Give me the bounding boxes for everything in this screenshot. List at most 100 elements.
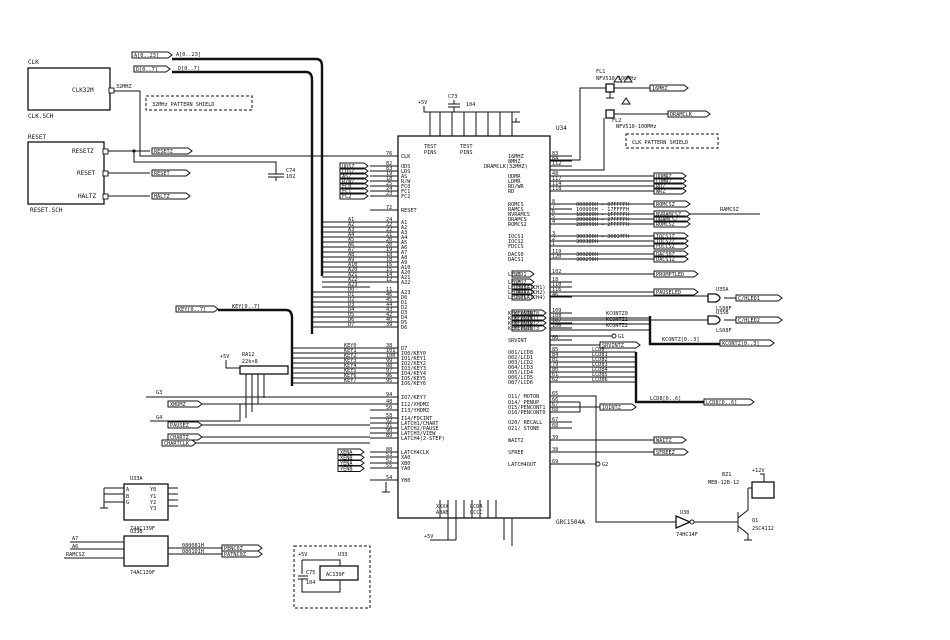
- q1-transistor: Q1 2SC4112: [737, 488, 774, 541]
- mid-port: CHARTZ: [167, 433, 203, 441]
- u34-left-pin-name: XB0: [401, 461, 410, 467]
- net-ramcsz: RAMCSZ: [720, 207, 739, 213]
- u34-right-pin-name: ROMCS: [508, 202, 524, 208]
- net-g2: G2: [602, 462, 608, 468]
- u34-right-pin-name: KEYCONT2: [508, 321, 533, 327]
- u30-inverter: U30 74HC14F: [675, 510, 698, 538]
- address-net-label: A5: [348, 237, 354, 243]
- fl2-value: NFV510-100MHz: [616, 124, 657, 130]
- u35a-gate: U35A LS08F: [707, 287, 732, 312]
- lcd-bus-port: LCD8[0..6]: [703, 398, 755, 406]
- u34-right-pin-name: LATCH4OUT: [508, 462, 536, 468]
- u34-left-pin-number: 58: [386, 413, 392, 419]
- u34-right-pin-name: LED1: [508, 272, 521, 278]
- u34-left-pin-number: 88: [386, 447, 392, 453]
- u34-left-pin-name: R/W: [401, 179, 411, 185]
- u34-left-pin-name: A21: [401, 275, 410, 281]
- u34-right-pin-name: IOCS2: [508, 239, 524, 245]
- bus-port: WRZ: [653, 187, 687, 195]
- u34-left-pin-number: 11: [386, 287, 392, 293]
- u34-right-pin-name: O06/LCD5: [508, 375, 533, 381]
- svg-text:WAITZ: WAITZ: [656, 438, 672, 444]
- svg-text:KEY[0..7]: KEY[0..7]: [178, 307, 206, 313]
- svg-text:PAUSELED: PAUSELED: [656, 290, 681, 296]
- svg-text:KCONTZ2: KCONTZ2: [606, 323, 628, 329]
- u34-left-pin-name: TST3: [401, 0, 414, 2]
- u34-left-pin-name: A9: [401, 260, 407, 266]
- u34-left-pin-name: I14/FDCINT: [401, 416, 432, 422]
- u34-left-pin-number: 72: [386, 205, 392, 211]
- address-net-label: A6: [348, 242, 354, 248]
- svg-text:CHARTZ: CHARTZ: [170, 435, 189, 441]
- svg-text:XENB: XENB: [340, 456, 353, 462]
- svg-text:RDZ: RDZ: [656, 184, 665, 190]
- u33a-decoder: U33A 74AC139F A B G Y0 Y1 Y2 Y3: [100, 476, 178, 532]
- u34-left-pin-name: A4: [401, 235, 407, 241]
- address-net-label: A4: [348, 232, 354, 238]
- net-g4: G4: [156, 415, 162, 421]
- svg-text:LDSZ: LDSZ: [342, 169, 355, 175]
- svg-text:PATNC0Z: PATNC0Z: [224, 552, 246, 558]
- u34-left-pin-name: A6: [401, 245, 407, 251]
- u34-left-pin-name: FC2: [401, 194, 410, 200]
- svg-text:U33: U33: [338, 552, 347, 558]
- svg-text:KCONTZ1: KCONTZ1: [606, 317, 628, 323]
- u34-left-pin-name: CLK: [401, 154, 411, 160]
- key-net-label: KEY6: [344, 373, 357, 379]
- u34-left-pin-number: 96: [386, 373, 392, 379]
- u34-right-pin-name: WAIT2: [508, 438, 524, 444]
- u34-left-pin-name: A23: [401, 290, 410, 296]
- u34-left-pin-name: IO1/KEY1: [401, 356, 426, 362]
- clk-block-port: CLK32M: [72, 87, 94, 94]
- u34-right-pin-name: O03/LCD2: [508, 360, 533, 366]
- u34-right-pin-number: 68: [552, 407, 558, 413]
- u34-right-pin-number: 2: [552, 236, 555, 242]
- u34-left-pin-name: FC0: [401, 184, 410, 190]
- u34-ref: U34: [556, 125, 567, 132]
- svg-text:B: B: [126, 494, 129, 500]
- u34-left-pin-number: 82: [386, 161, 392, 167]
- u34-left-pin-number: 48: [386, 399, 392, 405]
- u34-left-pin-name: A3: [401, 230, 407, 236]
- u34-right-pin-name: LDMR: [508, 179, 521, 185]
- c73-value: 104: [466, 102, 475, 108]
- reset-port-haltz: HALTZ: [78, 193, 96, 200]
- data-net-label: D3: [348, 302, 354, 308]
- svg-text:Y2: Y2: [150, 500, 156, 506]
- net-32mhz: 32MHZ: [116, 84, 132, 90]
- svg-text:74AC139F: 74AC139F: [130, 526, 155, 532]
- u34-left-pin-number: 44: [386, 302, 392, 308]
- lcd-net-label: LCD8: [592, 347, 605, 353]
- reset-block-sheet: RESET.SCH: [30, 207, 63, 214]
- u34-right-pin-number: 120: [552, 254, 561, 260]
- u34-right-pin-name: 16MHZ: [508, 154, 524, 160]
- u34-left-pin-name: YB0: [401, 478, 410, 484]
- c74-ref: C74: [286, 168, 295, 174]
- svg-text:XENA: XENA: [340, 450, 353, 456]
- vcc-bottom: +5V: [424, 534, 433, 540]
- u34-right-pin-name: SRVINT: [508, 338, 527, 344]
- svg-text:YENA: YENA: [340, 461, 353, 467]
- u34-left-pin-number: 20: [386, 237, 392, 243]
- u34-right-pin-name: IOCS1: [508, 234, 524, 240]
- svg-text:LS08F: LS08F: [716, 306, 732, 312]
- u34-left-pin-name: A2: [401, 225, 407, 231]
- c74-value: 102: [286, 174, 295, 180]
- sfreez-port: SFREEZ: [653, 448, 689, 456]
- u34-left-pin-number: 50: [386, 405, 392, 411]
- u34-left-pin-name: D1: [401, 300, 407, 306]
- u34-right-pin-number: 80: [552, 367, 558, 373]
- lcd-net-label: LCD85: [592, 372, 608, 378]
- c73-ref: C73: [448, 94, 457, 100]
- u34-left-pin-number: 12: [386, 277, 392, 283]
- u34-left-pin-name: D2: [401, 305, 407, 311]
- u34-left-pin-number: 19: [386, 247, 392, 253]
- address-net-label: A21: [348, 272, 357, 278]
- u34-address-range: 280000H - 2FFFFFH: [576, 222, 629, 228]
- u34-left-pin-name: LATCH2/PAUSE: [401, 426, 438, 432]
- u34-right-pin-number: 61: [552, 372, 558, 378]
